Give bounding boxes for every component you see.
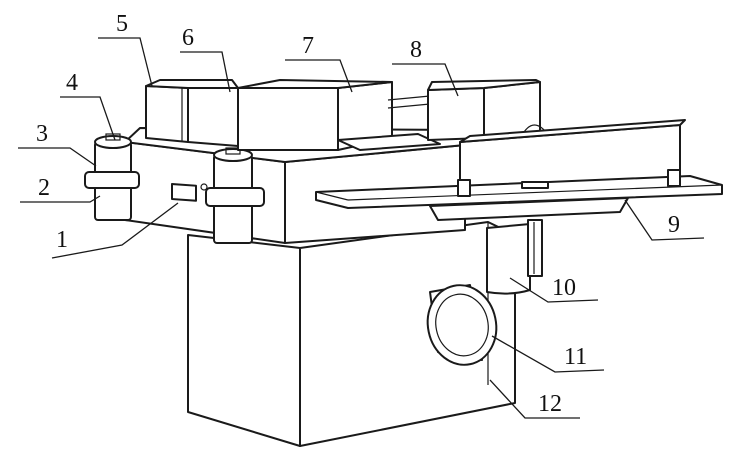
sliding-table bbox=[315, 119, 723, 221]
center-tray bbox=[337, 95, 441, 151]
label-6: 6 bbox=[182, 25, 194, 51]
label-9: 9 bbox=[668, 212, 680, 238]
outlet-pipe bbox=[426, 284, 498, 366]
label-11: 11 bbox=[564, 344, 587, 370]
label-1: 1 bbox=[56, 227, 68, 253]
right-motor-block bbox=[427, 79, 547, 141]
label-10: 10 bbox=[552, 275, 576, 301]
label-12: 12 bbox=[538, 391, 562, 417]
label-4: 4 bbox=[66, 70, 78, 96]
cylinder bbox=[486, 219, 543, 295]
label-5: 5 bbox=[116, 11, 128, 37]
leader-lines bbox=[18, 37, 705, 419]
label-3: 3 bbox=[36, 121, 48, 147]
label-8: 8 bbox=[410, 37, 422, 63]
right-clamp-column bbox=[205, 147, 265, 244]
label-2: 2 bbox=[38, 175, 50, 201]
center-box bbox=[237, 79, 393, 151]
left-clamp-column bbox=[84, 133, 140, 221]
label-7: 7 bbox=[302, 33, 314, 59]
left-motor-block bbox=[145, 79, 239, 147]
lower-housing bbox=[187, 221, 516, 447]
